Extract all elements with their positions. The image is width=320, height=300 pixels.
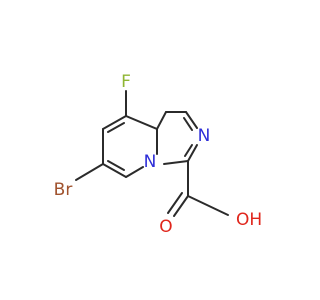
bond-ccooh-o-double — [167, 192, 183, 214]
bond-c6-c5-inner — [107, 160, 125, 171]
bond-c1-n2 — [185, 111, 198, 129]
bond-n2-c3 — [187, 144, 198, 162]
bond-c3-n4 — [163, 160, 189, 165]
bond-c6-c5 — [102, 163, 127, 178]
bond-c6-br — [75, 163, 104, 181]
bond-c3-n4b-inner — [184, 144, 193, 157]
bond-ccooh-o — [173, 195, 189, 217]
atom-oxygen-carbonyl: O — [159, 217, 172, 237]
atom-nitrogen-bridgehead: N — [144, 152, 157, 172]
bond-c8a-c8 — [125, 115, 158, 130]
atom-fluorine: F — [121, 72, 131, 92]
bond-c8-c7-inner — [107, 122, 125, 133]
atom-hydroxyl-oxygen: OH — [236, 210, 262, 230]
atom-bromine: Br — [54, 180, 73, 200]
molecule-structure: F Br N N O OH — [54, 72, 263, 237]
bond-c8-c7 — [102, 115, 127, 130]
bond-ccooh-oh — [187, 195, 229, 216]
bond-c1-n2-inner — [183, 117, 193, 131]
bond-c5-n4 — [125, 166, 144, 178]
bond-c8a-c1 — [156, 111, 167, 130]
bond-layer — [75, 90, 229, 217]
atom-nitrogen-imidazole: N — [198, 126, 211, 146]
